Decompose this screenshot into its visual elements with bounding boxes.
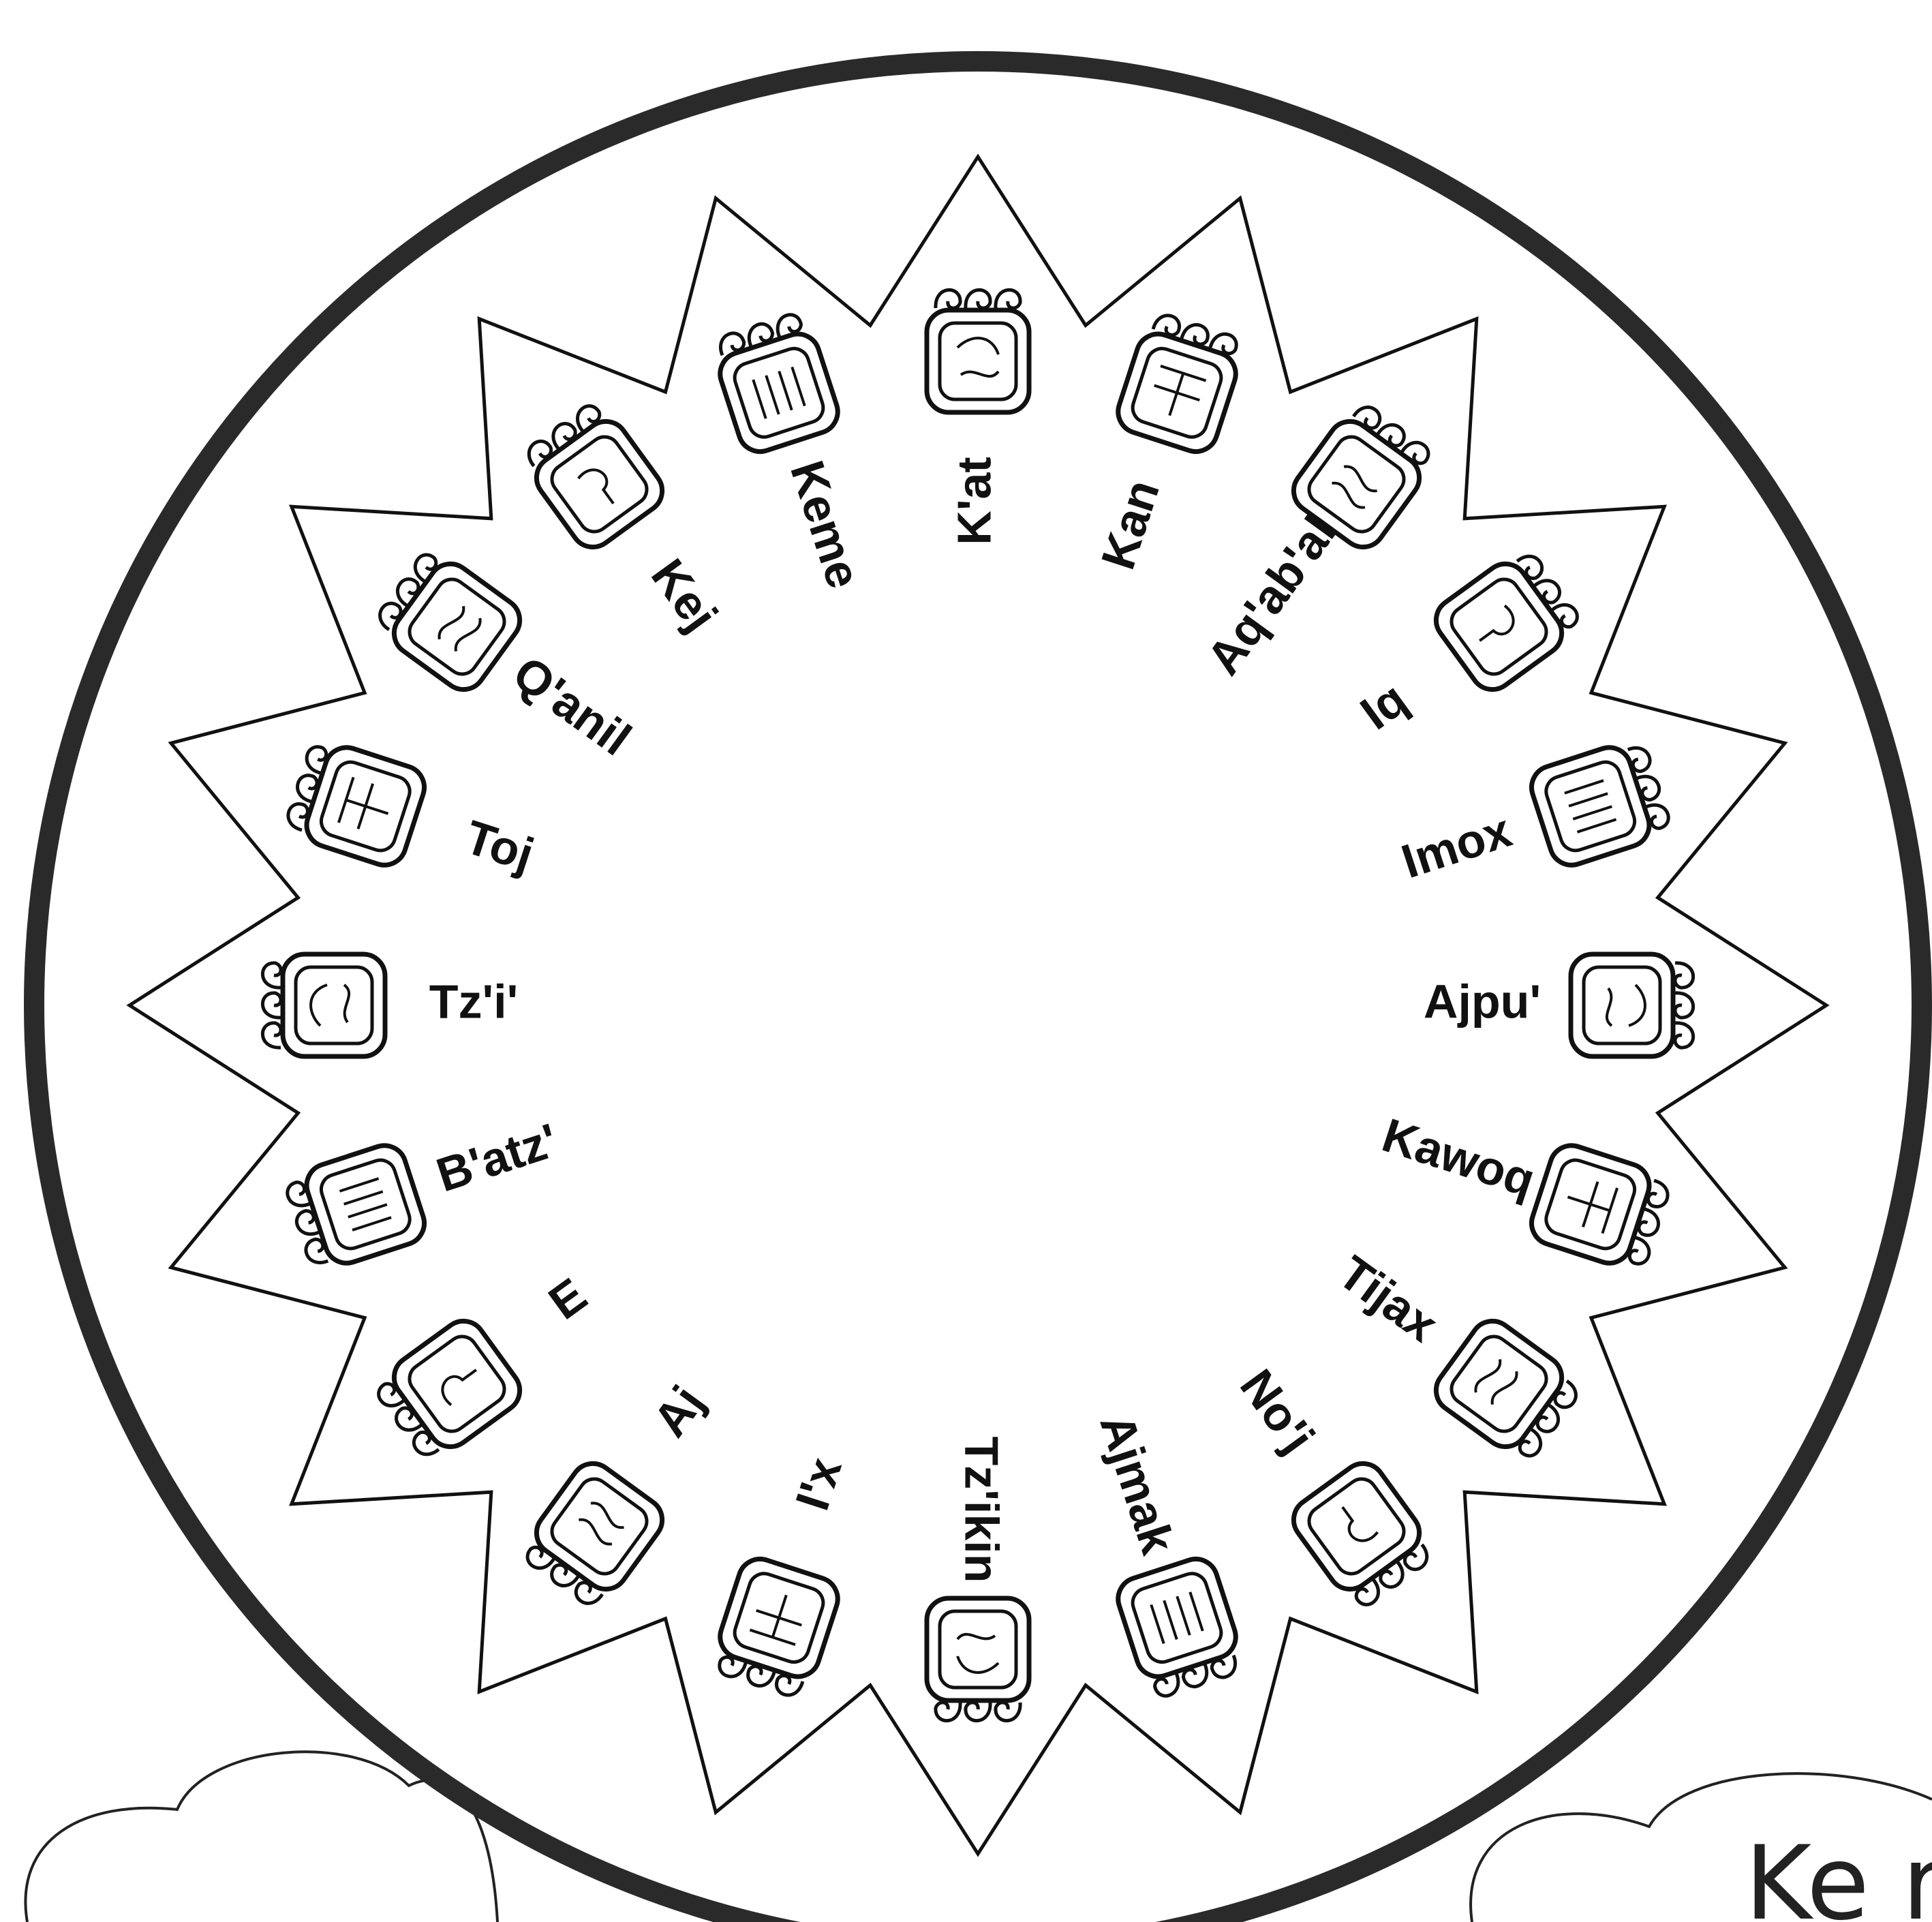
- cloud-decoration-right: Ke r: [1471, 1773, 1932, 1922]
- label-toj: Toj: [459, 810, 540, 882]
- glyph-iq: [1428, 543, 1586, 698]
- glyph-q-anil: [369, 543, 528, 698]
- glyph-keme: [708, 309, 843, 457]
- label-kawoq: Kawoq: [1376, 1108, 1541, 1207]
- label-ajmak: Ajmak: [1090, 1407, 1184, 1560]
- label-no-j: No'j: [1230, 1360, 1325, 1463]
- glyph-kawoq: [1526, 1140, 1674, 1275]
- label-imox: Imox: [1395, 804, 1518, 889]
- glyph-k-at: [927, 290, 1029, 412]
- glyph-no-j: [1285, 1455, 1440, 1614]
- label-iq: Iq: [1351, 672, 1416, 740]
- glyph-i-x: [708, 1553, 843, 1701]
- glyph-ajpu: [1571, 954, 1693, 1056]
- label-i-x: I'x: [785, 1451, 851, 1516]
- glyph-kej: [516, 397, 671, 555]
- label-kan: Kan: [1091, 474, 1169, 576]
- label-tijax: Tijax: [1329, 1245, 1447, 1352]
- glyph-kan: [1112, 309, 1247, 457]
- label-e: E: [539, 1268, 596, 1330]
- glyph-imox: [1526, 735, 1674, 870]
- glyph-aj: [516, 1455, 671, 1614]
- glyph-tz-i: [262, 954, 385, 1056]
- glyph-ajmak: [1112, 1553, 1247, 1701]
- label-ajpu: Ajpu': [1424, 975, 1541, 1028]
- glyph-tz-ikin: [927, 1598, 1029, 1721]
- label-tz-i: Tz'i': [429, 975, 519, 1028]
- cloud-text-right: Ke r: [1745, 1825, 1932, 1922]
- label-keme: Keme: [780, 455, 871, 594]
- label-kej: Kej: [641, 549, 728, 641]
- glyph-e: [369, 1313, 528, 1467]
- glyph-toj: [282, 735, 430, 870]
- label-aj: Aj: [643, 1376, 714, 1446]
- glyph-tijax: [1428, 1313, 1586, 1467]
- label-aq-ab-al: Aq'ab'al: [1197, 506, 1347, 684]
- label-k-at: K'at: [947, 457, 1000, 545]
- label-b-atz: B'atz': [430, 1113, 564, 1202]
- label-tz-ikin: Tz'ikin: [955, 1437, 1009, 1583]
- label-q-anil: Q'anil: [504, 646, 641, 766]
- glyph-b-atz: [282, 1140, 430, 1275]
